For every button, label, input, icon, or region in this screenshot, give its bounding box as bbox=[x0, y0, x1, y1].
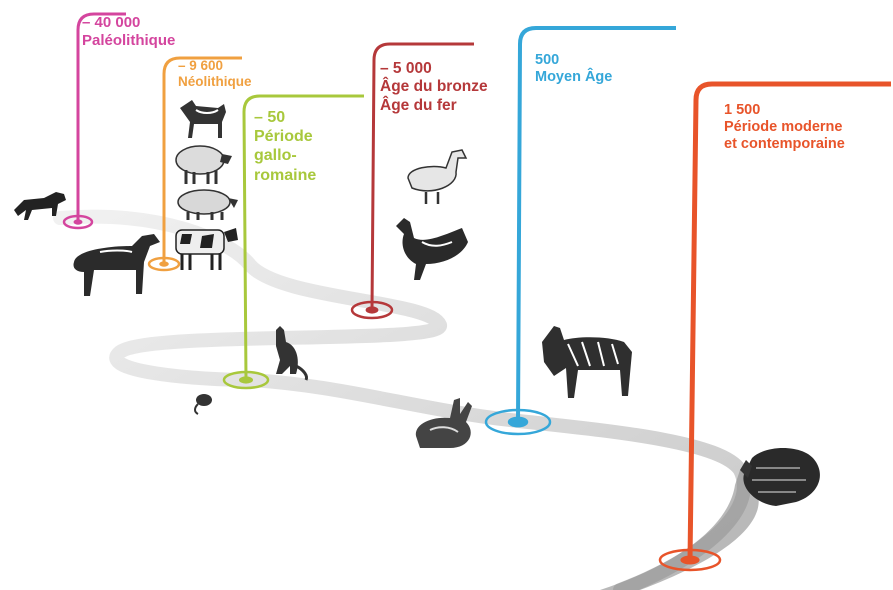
pin-line bbox=[76, 12, 126, 222]
pin-dot bbox=[159, 261, 169, 267]
timeline-road bbox=[53, 209, 759, 590]
pin-ring bbox=[147, 256, 181, 272]
pin-line bbox=[687, 81, 891, 561]
milestone-period: gallo- bbox=[254, 147, 297, 165]
goat-illustration bbox=[180, 100, 226, 138]
donkey-illustration bbox=[542, 326, 632, 398]
milestone-period: romaine bbox=[254, 166, 317, 184]
milestone-label-moyen-age: 500 Moyen Âge bbox=[535, 52, 612, 86]
pin-ring bbox=[62, 214, 94, 230]
milestone-pin bbox=[222, 94, 364, 390]
duck-illustration bbox=[407, 149, 468, 204]
milestone-year: – 5 000 bbox=[380, 60, 432, 77]
turkey-illustration bbox=[740, 447, 820, 506]
milestone-pin bbox=[350, 42, 474, 320]
milestone-period: Âge du fer bbox=[380, 96, 457, 114]
pin-ring bbox=[658, 548, 722, 572]
milestone-period: Paléolithique bbox=[82, 31, 176, 49]
pin-ring bbox=[350, 300, 394, 320]
milestone-year: – 40 000 bbox=[82, 14, 141, 31]
dog-illustration bbox=[14, 192, 66, 220]
pin-line bbox=[370, 42, 474, 311]
milestone-period: et contemporaine bbox=[724, 136, 845, 153]
milestone-year: 500 bbox=[535, 52, 560, 68]
sheep-illustration bbox=[175, 145, 232, 184]
milestone-year: – 50 bbox=[254, 109, 286, 126]
milestone-period: Période bbox=[254, 128, 313, 146]
animal-illustrations bbox=[14, 100, 820, 506]
pin-ring bbox=[222, 370, 270, 390]
milestone-period: Âge du bronze bbox=[380, 78, 488, 96]
milestone-label-gallo-romaine: – 50 Période gallo- romaine bbox=[254, 108, 316, 185]
milestone-pins bbox=[62, 12, 891, 572]
milestone-year: – 9 600 bbox=[178, 58, 224, 73]
rabbit-illustration bbox=[415, 398, 472, 448]
pin-dot bbox=[365, 306, 379, 314]
milestone-period: Néolithique bbox=[178, 73, 252, 89]
pin-dot bbox=[680, 555, 700, 565]
milestone-pin bbox=[658, 81, 891, 572]
pin-line bbox=[242, 94, 364, 381]
pin-dot bbox=[238, 376, 254, 384]
milestone-period: Moyen Âge bbox=[535, 69, 613, 86]
pin-ring bbox=[484, 408, 552, 436]
milestone-label-paleolithique: – 40 000 Paléolithique bbox=[82, 14, 175, 49]
cow-illustration bbox=[175, 228, 238, 270]
pin-dot bbox=[73, 219, 83, 225]
rooster-illustration bbox=[396, 218, 468, 280]
milestone-label-bronze-fer: – 5 000 Âge du bronze Âge du fer bbox=[380, 60, 488, 115]
pin-line bbox=[516, 26, 676, 423]
pig-illustration bbox=[177, 189, 238, 220]
milestone-year: 1 500 bbox=[724, 102, 761, 118]
milestone-period: Période moderne bbox=[724, 119, 843, 136]
pin-line bbox=[162, 56, 242, 264]
pin-dot bbox=[507, 416, 529, 428]
milestone-label-moderne: 1 500 Période moderne et contemporaine bbox=[724, 102, 845, 153]
mouse-illustration bbox=[194, 394, 212, 415]
cat-illustration bbox=[276, 326, 308, 381]
milestone-pin bbox=[484, 26, 676, 436]
horse-illustration bbox=[73, 234, 160, 296]
milestone-label-neolithique: – 9 600 Néolithique bbox=[178, 58, 252, 90]
milestone-pin bbox=[62, 12, 126, 230]
milestone-pin bbox=[147, 56, 242, 272]
